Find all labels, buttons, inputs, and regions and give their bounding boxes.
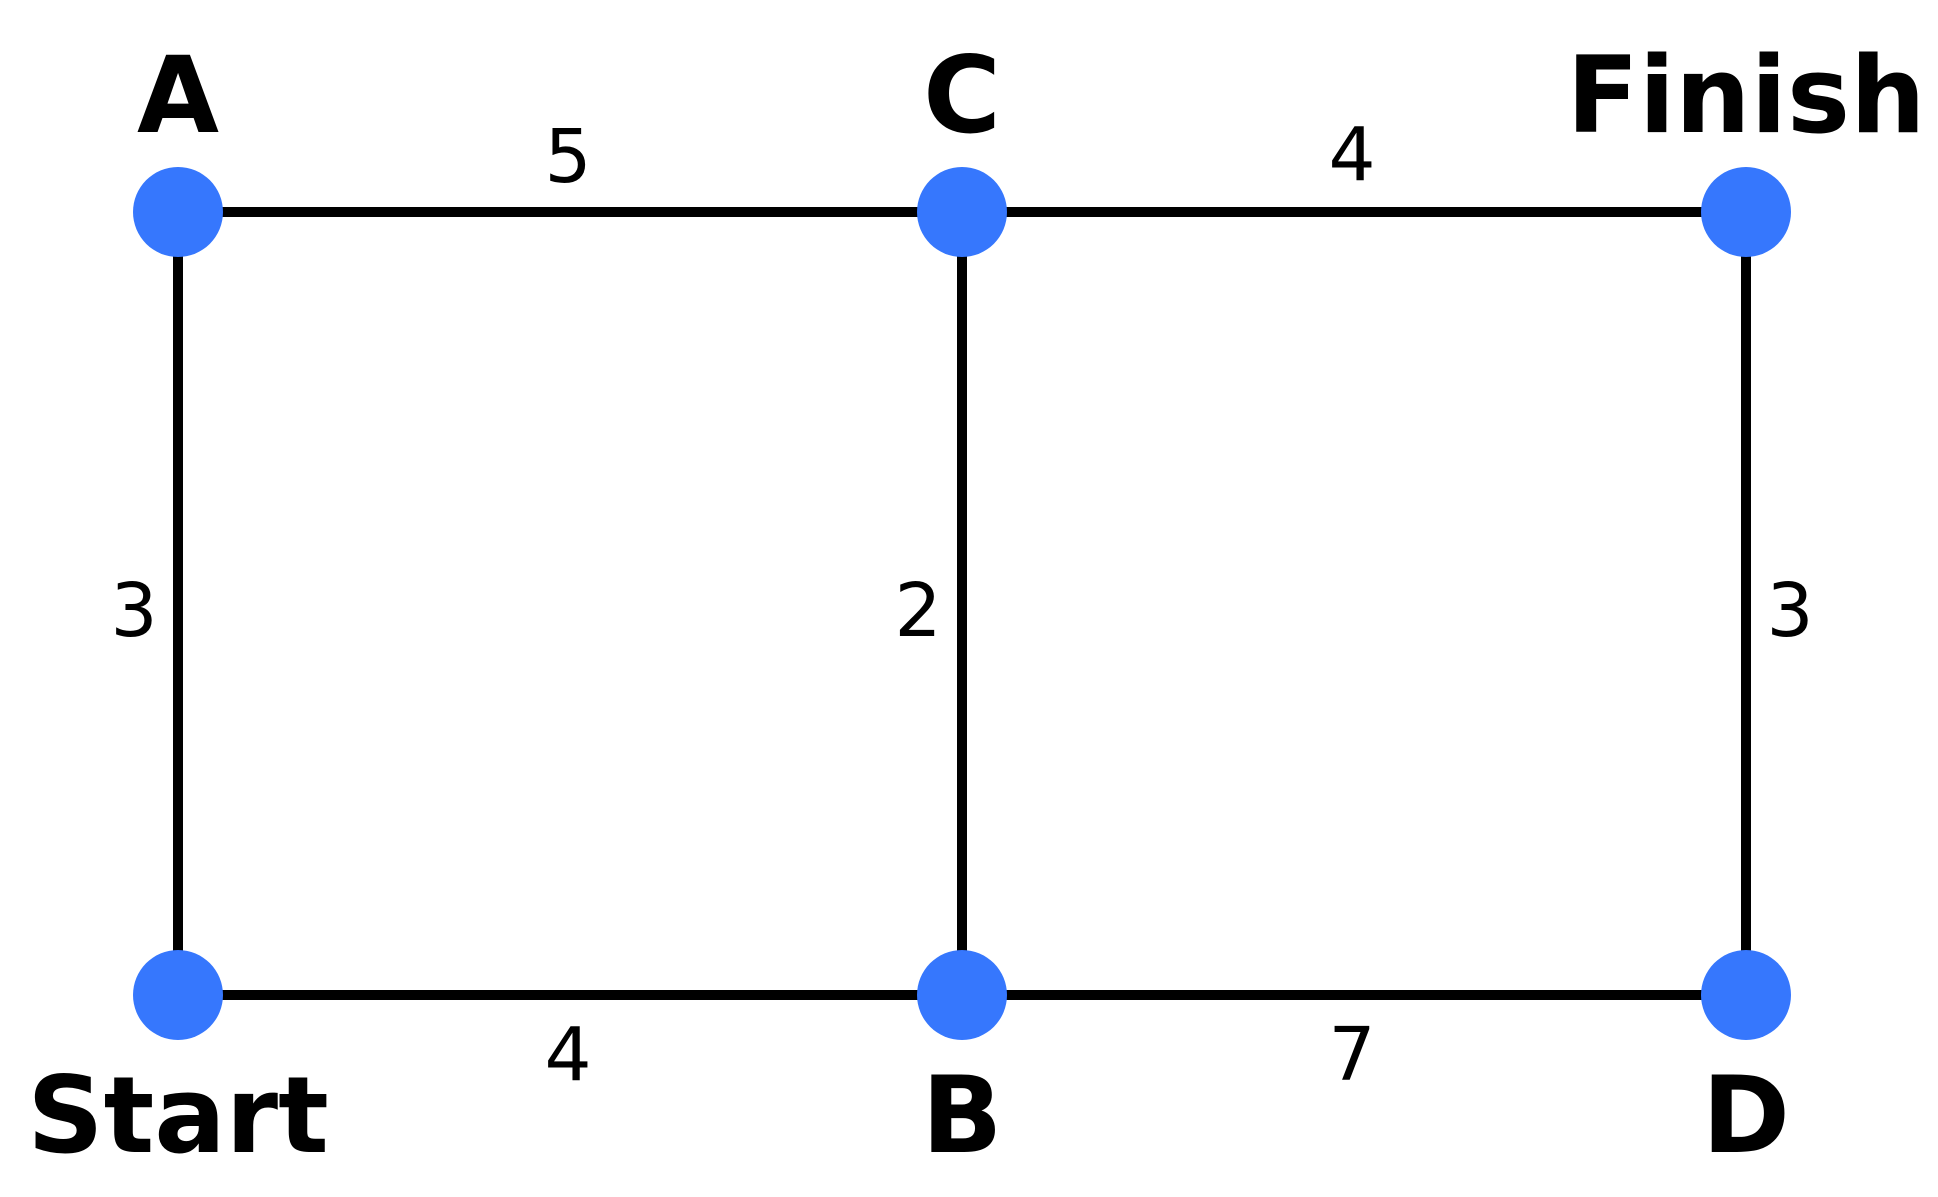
weight-label-b-d: 7 xyxy=(1328,1012,1375,1098)
weight-label-d-finish: 3 xyxy=(1766,568,1813,654)
weight-label-start-b: 4 xyxy=(544,1012,591,1098)
weight-label-b-c: 2 xyxy=(894,568,941,654)
weight-label-c-finish: 4 xyxy=(1328,112,1375,198)
node-label-start: Start xyxy=(27,1054,329,1177)
weight-label-start-a: 3 xyxy=(110,568,157,654)
node-b xyxy=(917,950,1007,1040)
node-d xyxy=(1701,950,1791,1040)
node-start xyxy=(133,950,223,1040)
node-label-b: B xyxy=(922,1054,1003,1177)
node-a xyxy=(133,167,223,257)
node-label-d: D xyxy=(1702,1054,1790,1177)
node-label-a: A xyxy=(137,34,219,157)
node-label-c: C xyxy=(923,34,1001,157)
node-finish xyxy=(1701,167,1791,257)
node-label-finish: Finish xyxy=(1566,34,1925,157)
node-c xyxy=(917,167,1007,257)
weight-label-a-c: 5 xyxy=(544,114,591,200)
